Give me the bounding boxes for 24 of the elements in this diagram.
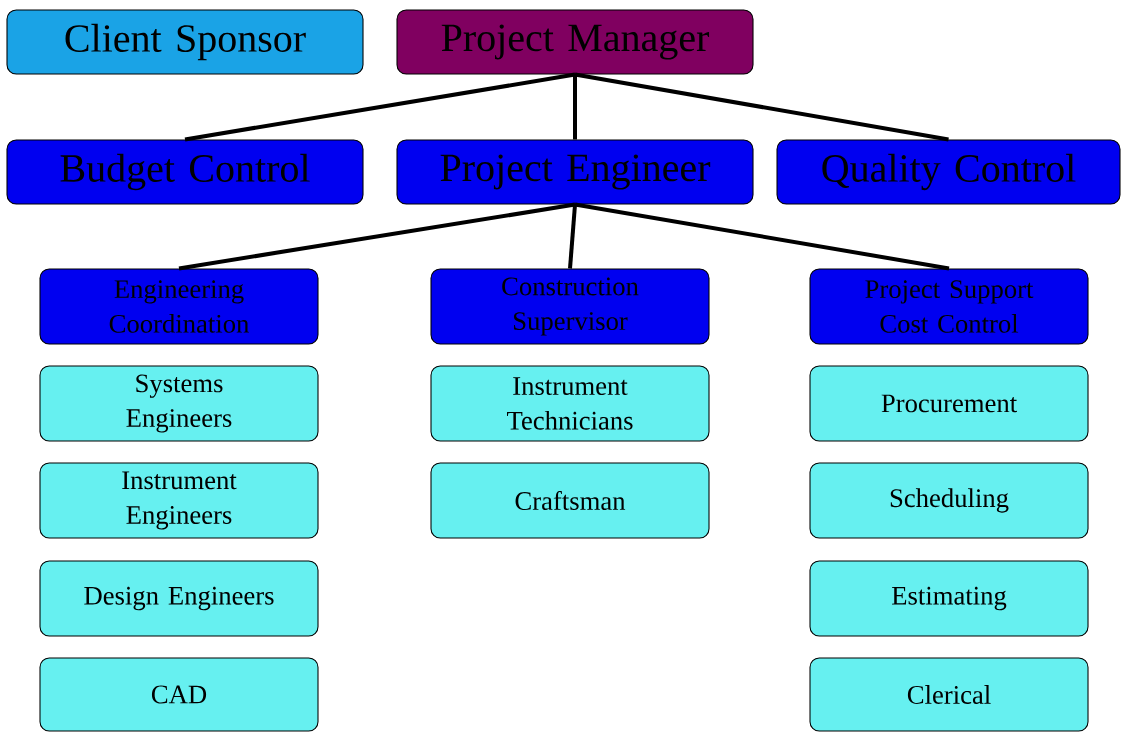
staff-box: Procurement: [809, 365, 1089, 442]
department-box: Project Engineer: [396, 139, 754, 205]
team-lead-box: Construction Supervisor: [430, 268, 710, 345]
staff-box: Systems Engineers: [39, 365, 319, 442]
team-lead-box: Engineering Coordination: [39, 268, 319, 345]
department-box: Quality Control: [776, 139, 1121, 205]
staff-box: Design Engineers: [39, 560, 319, 637]
staff-box: Estimating: [809, 560, 1089, 637]
manager-box: Project Manager: [396, 9, 754, 75]
staff-box: Scheduling: [809, 462, 1089, 539]
staff-box: Clerical: [809, 657, 1089, 732]
connector-line: [184, 72, 576, 142]
staff-box: CAD: [39, 657, 319, 732]
connector-line: [573, 74, 577, 140]
staff-box: Instrument Technicians: [430, 365, 710, 442]
team-lead-box: Project Support Cost Control: [809, 268, 1089, 345]
connector-line: [574, 72, 949, 142]
connector-line: [568, 204, 577, 269]
connector-line: [178, 202, 576, 271]
connector-line: [574, 202, 950, 271]
staff-box: Instrument Engineers: [39, 462, 319, 539]
sponsor-box: Client Sponsor: [6, 9, 364, 75]
staff-box: Craftsman: [430, 462, 710, 539]
department-box: Budget Control: [6, 139, 364, 205]
